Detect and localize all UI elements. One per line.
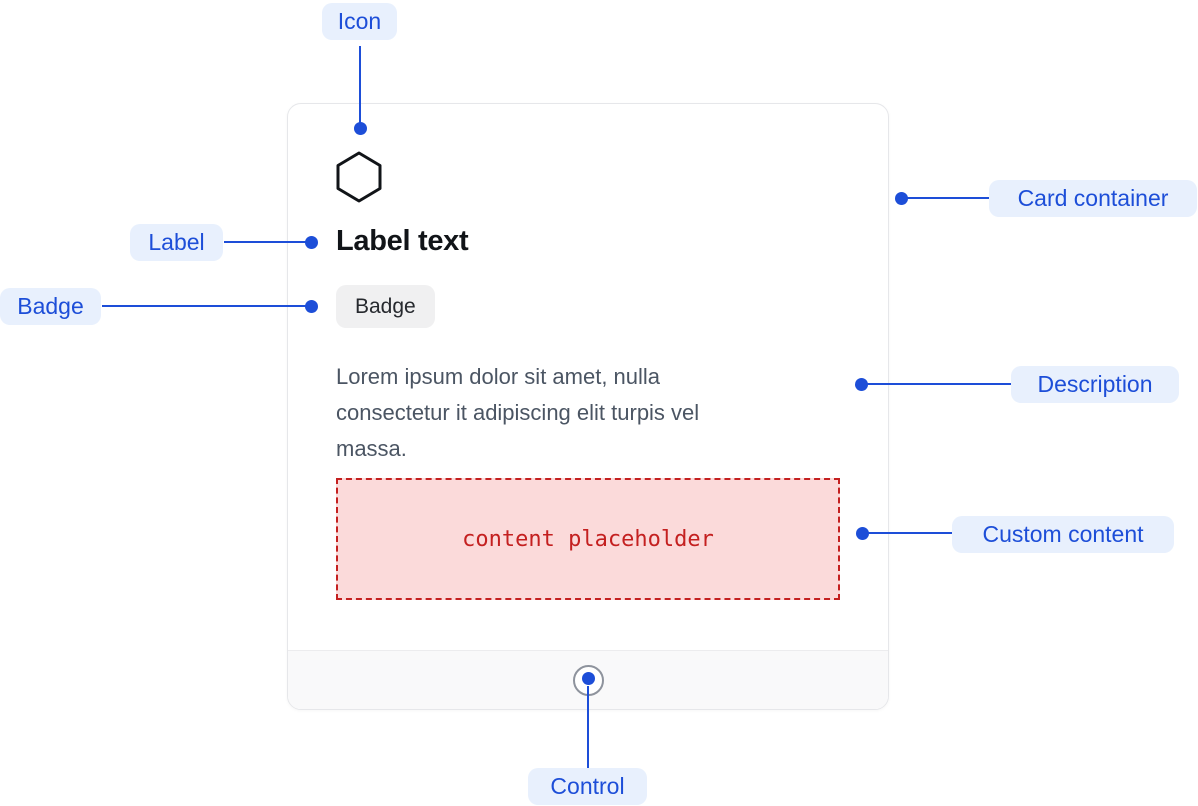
description-line: Lorem ipsum dolor sit amet, nulla <box>336 364 661 389</box>
hexagon-icon <box>336 151 382 203</box>
annotation-line-control <box>587 686 589 768</box>
annotation-dot-custom-content <box>856 527 869 540</box>
annotation-dot-card-container <box>895 192 908 205</box>
annotation-pill-badge: Badge <box>0 288 101 325</box>
annotation-line-description <box>865 383 1011 385</box>
description-line: massa. <box>336 436 407 461</box>
annotation-dot-badge <box>305 300 318 313</box>
annotation-line-icon <box>359 46 361 124</box>
annotation-pill-icon: Icon <box>322 3 397 40</box>
annotation-line-badge <box>102 305 308 307</box>
card-container: Label text Badge Lorem ipsum dolor sit a… <box>287 103 889 710</box>
custom-content-placeholder: content placeholder <box>336 478 840 600</box>
description-line: consectetur it adipiscing elit turpis ve… <box>336 400 700 425</box>
annotation-pill-custom-content: Custom content <box>952 516 1174 553</box>
annotation-pill-card-container: Card container <box>989 180 1197 217</box>
annotation-line-label <box>224 241 308 243</box>
annotation-pill-control: Control <box>528 768 647 805</box>
card-description: Lorem ipsum dolor sit amet, nulla consec… <box>336 359 846 467</box>
annotation-line-custom-content <box>866 532 952 534</box>
annotation-dot-icon <box>354 122 367 135</box>
annotation-dot-control <box>582 672 595 685</box>
placeholder-text: content placeholder <box>462 526 714 552</box>
annotation-dot-description <box>855 378 868 391</box>
annotation-pill-label: Label <box>130 224 223 261</box>
annotation-pill-description: Description <box>1011 366 1179 403</box>
annotation-line-card-container <box>905 197 989 199</box>
card-label: Label text <box>336 225 469 257</box>
card-badge: Badge <box>336 285 435 328</box>
annotation-dot-label <box>305 236 318 249</box>
